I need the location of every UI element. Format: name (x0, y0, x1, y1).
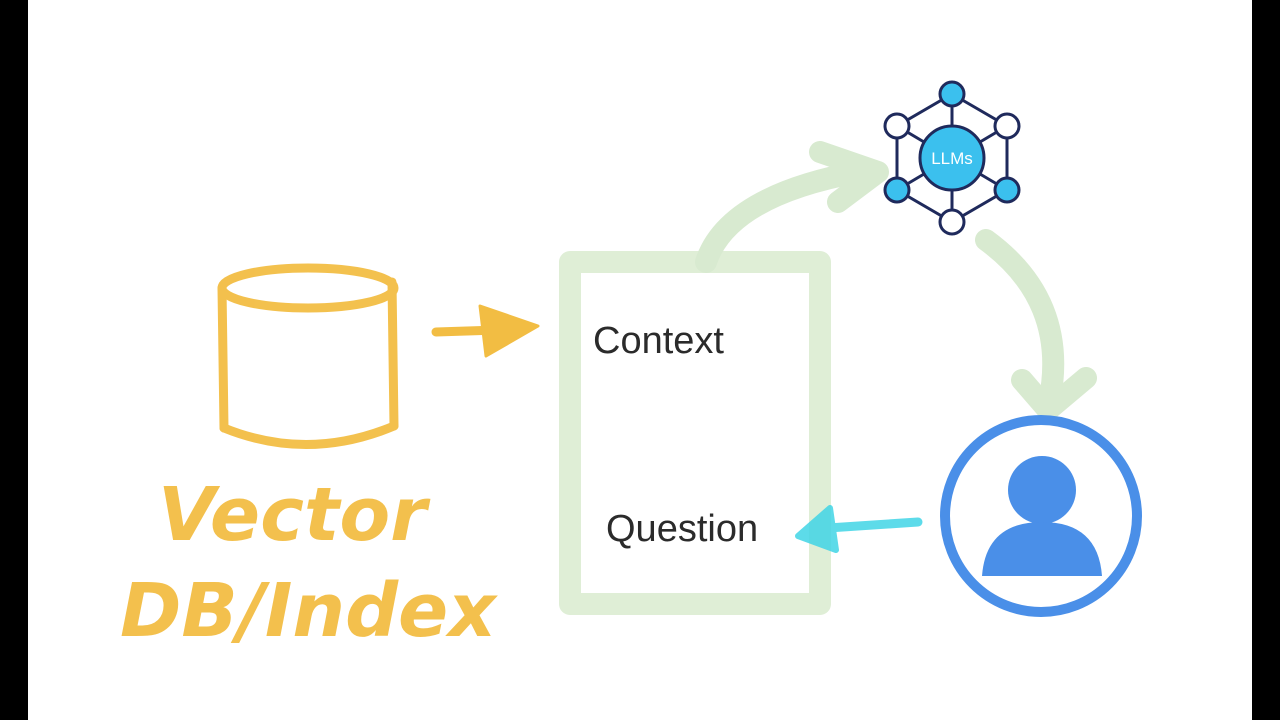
diagram-canvas: Vector DB/Index Context Question (28, 0, 1252, 720)
llm-network-icon (883, 80, 1021, 236)
prompt-box (559, 251, 831, 615)
context-label: Context (593, 320, 724, 362)
llm-label: LLMs (931, 149, 973, 168)
arrow-db-to-context (431, 304, 540, 358)
arrow-llm-to-user (975, 229, 1097, 421)
database-cylinder-icon (217, 263, 399, 449)
arrow-user-to-question (795, 505, 923, 553)
question-label: Question (606, 508, 758, 550)
arrow-context-to-llm (695, 141, 889, 273)
db-label-line2: DB/Index (120, 568, 498, 654)
user-avatar-icon (940, 415, 1142, 617)
db-label-line1: Vector (158, 472, 431, 558)
rag-diagram: Vector DB/Index Context Question (120, 80, 1142, 654)
